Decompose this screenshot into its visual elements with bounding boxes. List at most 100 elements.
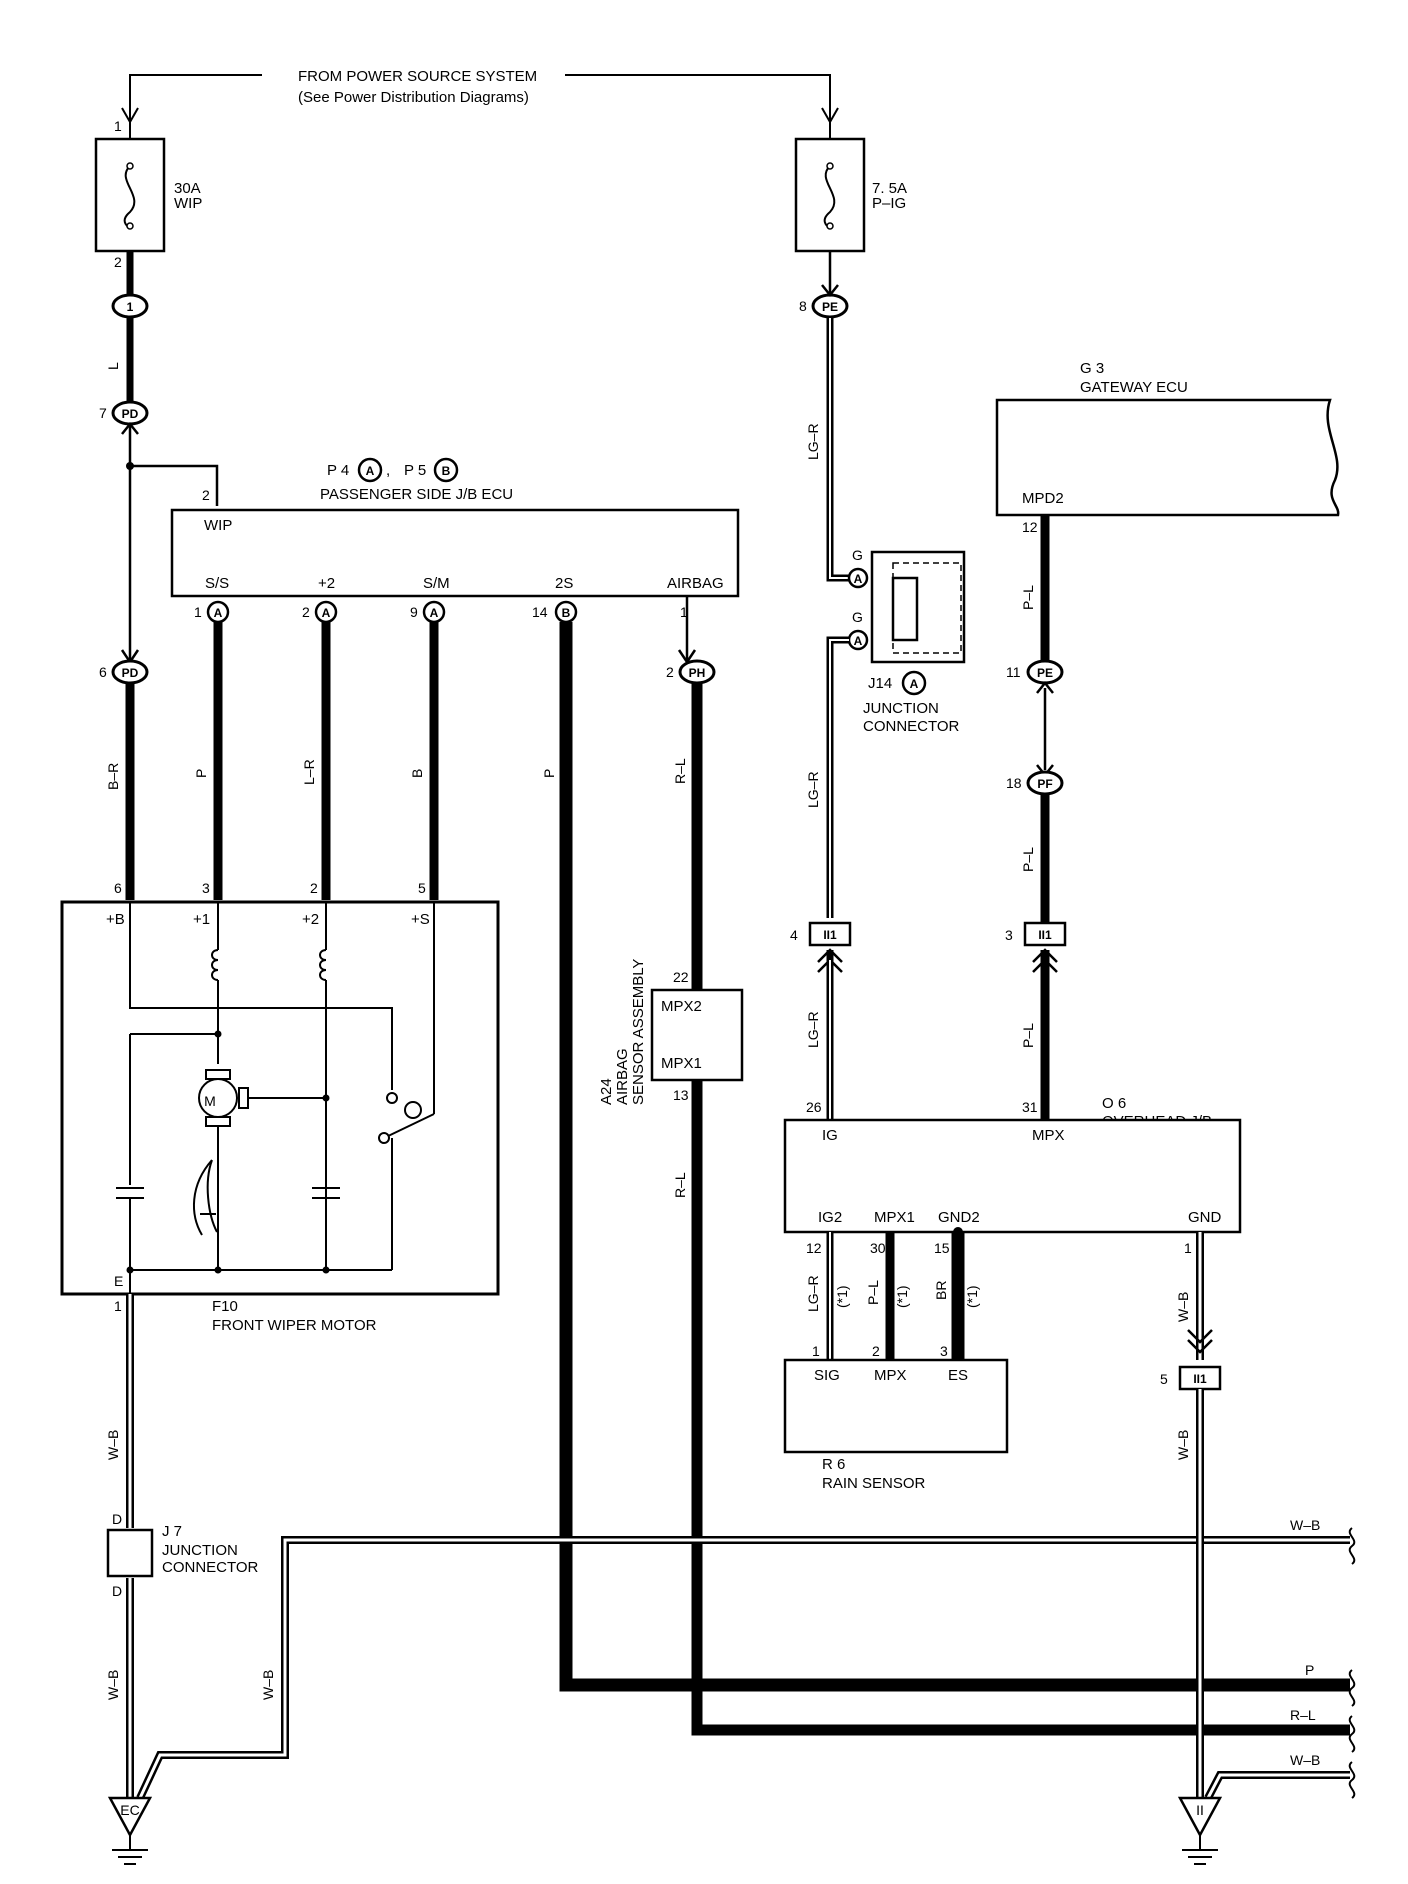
j7-name-2: CONNECTOR <box>162 1559 259 1576</box>
ecu-to-motor-wires <box>125 622 439 900</box>
fuse-wip-pin-in: 1 <box>114 118 122 134</box>
j14-name-2: CONNECTOR <box>863 718 960 735</box>
power-source-feed <box>129 74 831 120</box>
wire-note-2: (*1) <box>894 1285 910 1308</box>
gateway-terminal-mpd2: MPD2 <box>1022 490 1064 507</box>
rain-sensor-box <box>783 1358 1009 1454</box>
ii1-connector-4 <box>808 921 852 947</box>
motor-terminal-e: E <box>114 1273 123 1289</box>
connector-pe-8: PE <box>811 293 849 319</box>
connector-ph-2: PH <box>678 659 716 685</box>
svg-text:1: 1 <box>127 300 134 314</box>
wire-p-2s <box>559 622 1350 1692</box>
overhead-terminal-mpx1: MPX1 <box>874 1209 915 1226</box>
ecu-pin-14: 14 <box>532 604 548 620</box>
pin-18-label: 18 <box>1006 775 1022 791</box>
wire-wb-label-4: W–B <box>1175 1292 1191 1322</box>
wire-br-label: B–R <box>105 763 121 790</box>
pin-11-label: 11 <box>1006 664 1021 680</box>
svg-text:PF: PF <box>1037 777 1052 791</box>
motor-name: FRONT WIPER MOTOR <box>212 1317 377 1334</box>
motor-pin-1: 1 <box>114 1298 122 1314</box>
fuse-pig <box>794 120 866 253</box>
svg-text:II: II <box>1196 1802 1204 1818</box>
wire-b-label: B <box>409 769 425 778</box>
rain-pin-2: 2 <box>872 1343 880 1359</box>
connector-pd-6: PD <box>111 659 149 685</box>
wire-l-label: L <box>105 362 121 370</box>
pin-26-label: 26 <box>806 1099 822 1115</box>
ecu-terminal-2s: 2S <box>555 575 573 592</box>
svg-text:A: A <box>322 606 331 620</box>
rain-terminal-es: ES <box>948 1367 968 1384</box>
ii1-label-3: II1 <box>1038 928 1052 942</box>
gateway-name: GATEWAY ECU <box>1080 379 1188 396</box>
wire-rl-label-right: R–L <box>1290 1707 1316 1723</box>
break-marks <box>1348 1527 1356 1799</box>
motor-terminal-s: +S <box>411 911 430 928</box>
fuse-wip-name: WIP <box>174 195 202 212</box>
pin-7-label: 7 <box>99 405 107 421</box>
j7-pin-top: D <box>112 1511 122 1527</box>
rain-name: RAIN SENSOR <box>822 1475 926 1492</box>
rain-terminal-mpx: MPX <box>874 1367 907 1384</box>
airbag-name-1: AIRBAG <box>614 1048 631 1105</box>
pin-6-label: 6 <box>99 664 107 680</box>
svg-text:EC: EC <box>120 1802 139 1818</box>
wire-lgr-label-3: LG–R <box>805 1011 821 1048</box>
pin-13: 13 <box>673 1087 689 1103</box>
wire-rl-label-1: R–L <box>672 758 688 784</box>
connector-pf-18: PF <box>1026 770 1064 796</box>
j14-name-1: JUNCTION <box>863 700 939 717</box>
wire-wb-return-left <box>136 1536 1350 1800</box>
pin-8-label: 8 <box>799 298 807 314</box>
motor-internal-circuit <box>116 902 435 1294</box>
wire-p-label-right: P <box>1305 1662 1314 1678</box>
airbag-terminal-mpx2: MPX2 <box>661 998 702 1015</box>
fuse-wip-pin-out: 2 <box>114 254 122 270</box>
j7-box <box>106 1528 154 1578</box>
overhead-terminal-ig: IG <box>822 1127 838 1144</box>
ecu-pin-1-airbag: 1 <box>680 604 688 620</box>
wire-wb-label-1: W–B <box>105 1430 121 1460</box>
wire-wb-label-2: W–B <box>105 1670 121 1700</box>
pin-30-label: 30 <box>870 1240 886 1256</box>
wire-wb-label-5: W–B <box>1175 1430 1191 1460</box>
fuse-wip-rating: 30A <box>174 180 201 197</box>
pin-12-label: 12 <box>806 1240 822 1256</box>
wire-lgr-label-rain: LG–R <box>805 1275 821 1312</box>
fuse-pig-rating: 7. 5A <box>872 180 907 197</box>
wire-pl-label-1: P–L <box>1020 585 1036 610</box>
motor-pin-3: 3 <box>202 880 210 896</box>
power-source-subtitle: (See Power Distribution Diagrams) <box>298 89 529 106</box>
svg-text:A: A <box>854 634 863 648</box>
motor-terminal-p2: +2 <box>302 911 319 928</box>
airbag-name-2: SENSOR ASSEMBLY <box>630 959 647 1105</box>
ecu-terminal-ss: S/S <box>205 575 229 592</box>
overhead-terminal-ig2: IG2 <box>818 1209 842 1226</box>
gnd-pin-1: 1 <box>1184 1240 1192 1256</box>
rain-pin-3: 3 <box>940 1343 948 1359</box>
svg-text:B: B <box>562 606 571 620</box>
wire-lgr-upper <box>826 318 855 582</box>
fuse-pig-name: P–IG <box>872 195 906 212</box>
ecu-terminal-sm: S/M <box>423 575 450 592</box>
svg-text:A: A <box>854 572 863 586</box>
wire-lgr-label-2: LG–R <box>805 771 821 808</box>
svg-text:PE: PE <box>1037 666 1053 680</box>
ecu-output-connectors: A A A B <box>206 600 578 624</box>
ecu-pin-1: 1 <box>194 604 202 620</box>
rain-code: R 6 <box>822 1456 845 1473</box>
ecu-code-1-letter: A <box>366 464 375 478</box>
wire-lgr-mid <box>826 636 849 918</box>
motor-symbol-label: M <box>204 1093 216 1109</box>
gateway-ecu-box <box>995 398 1340 517</box>
motor-pin-6: 6 <box>114 880 122 896</box>
ecu-pin-2: 2 <box>202 487 210 503</box>
motor-terminal-p1: +1 <box>193 911 210 928</box>
connector-pe-11: PE <box>1026 659 1064 685</box>
connector-1: 1 <box>111 293 149 319</box>
wire-wb-label-right-1: W–B <box>1290 1517 1320 1533</box>
wire-br-label-rain: BR <box>933 1281 949 1300</box>
